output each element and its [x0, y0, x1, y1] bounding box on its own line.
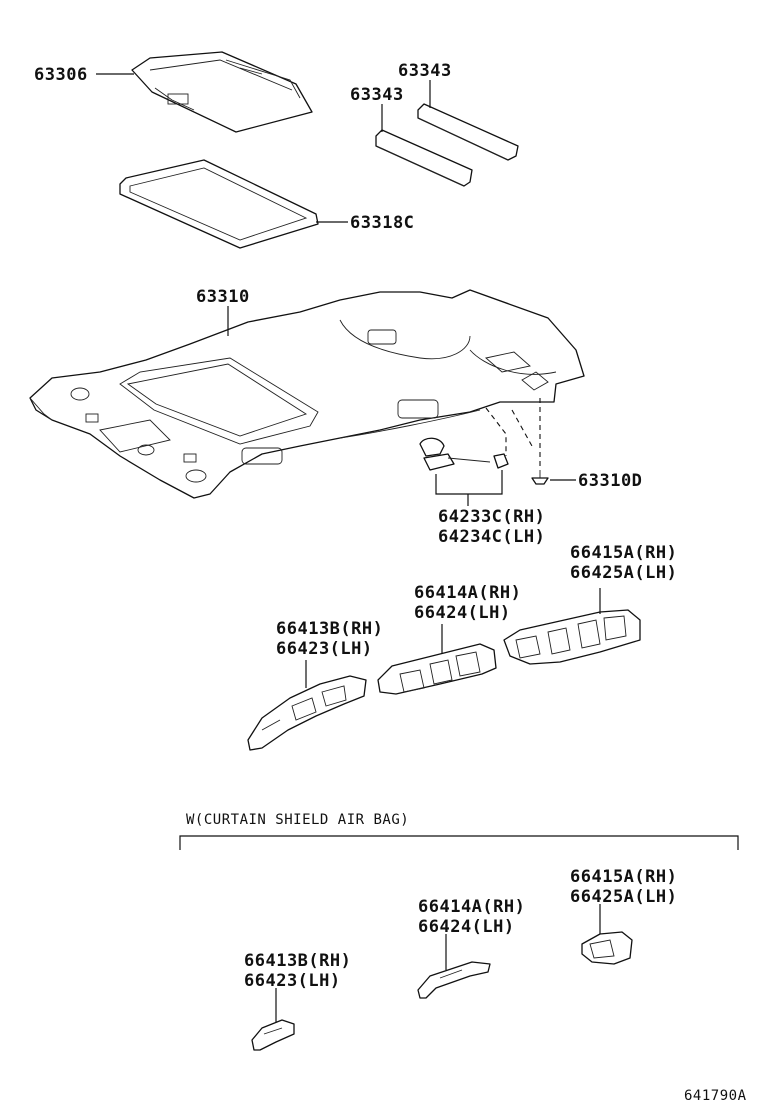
label-63310d: 63310D	[578, 471, 642, 491]
label-66423-lower: 66423(LH)	[244, 971, 341, 991]
dash-visor	[485, 407, 507, 456]
leader-bracket-64233c	[435, 470, 503, 495]
pad-66414a-lower	[417, 961, 491, 999]
label-66415a-lower: 66415A(RH)	[570, 867, 677, 887]
label-66425a-lower: 66425A(LH)	[570, 887, 677, 907]
label-66425a-upper: 66425A(LH)	[570, 563, 677, 583]
pad-63343-upper	[417, 103, 519, 161]
pad-66413b-upper	[247, 675, 367, 751]
pad-63343-lower	[375, 129, 473, 187]
pad-66415a-lower	[581, 931, 633, 965]
label-66415a-upper: 66415A(RH)	[570, 543, 677, 563]
label-63310: 63310	[196, 287, 250, 307]
label-66414a-upper: 66414A(RH)	[414, 583, 521, 603]
visor-holder-64233c	[419, 437, 509, 471]
label-63343-lower: 63343	[350, 85, 404, 105]
label-66423-upper: 66423(LH)	[276, 639, 373, 659]
diagram-code: 641790A	[684, 1088, 747, 1104]
sunshade-panel-63306	[131, 51, 313, 133]
label-66413b-upper: 66413B(RH)	[276, 619, 383, 639]
frame-63318c	[119, 159, 319, 249]
headliner-63310	[29, 289, 585, 499]
section-title: W(CURTAIN SHIELD AIR BAG)	[186, 812, 409, 828]
label-64233c: 64233C(RH)	[438, 507, 545, 527]
label-63343-upper: 63343	[398, 61, 452, 81]
label-64234c: 64234C(LH)	[438, 527, 545, 547]
label-66424-lower: 66424(LH)	[418, 917, 515, 937]
pad-66414a-upper	[377, 643, 497, 695]
pad-66413b-lower	[251, 1019, 295, 1051]
dash-clip-a	[511, 409, 533, 447]
label-66413b-lower: 66413B(RH)	[244, 951, 351, 971]
label-63306: 63306	[34, 65, 88, 85]
section-bracket	[179, 835, 739, 850]
label-63318c: 63318C	[350, 213, 414, 233]
label-66424-upper: 66424(LH)	[414, 603, 511, 623]
label-66414a-lower: 66414A(RH)	[418, 897, 525, 917]
pad-66415a-upper	[503, 609, 641, 665]
clip-63310d	[531, 470, 549, 485]
